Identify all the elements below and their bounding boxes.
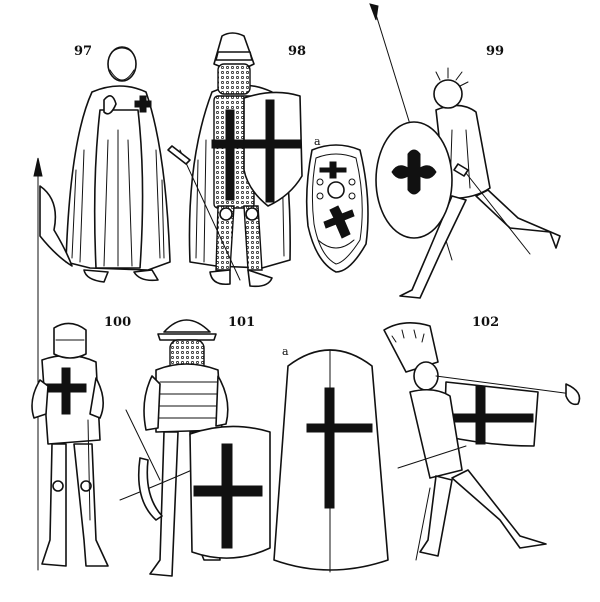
figure-98-knight-shield (167, 32, 303, 288)
figure-97-robed-knight (65, 46, 171, 283)
figure-99-running-soldier (369, 3, 561, 299)
figure-98a-seal (305, 144, 369, 273)
label-100: 100 (104, 315, 132, 330)
label-101: 101 (228, 315, 256, 330)
figure-101a-pavise (273, 349, 389, 573)
label-97: 97 (74, 44, 93, 59)
label-101-a: a (282, 345, 289, 358)
label-98-a: a (314, 135, 321, 148)
label-102: 102 (472, 315, 500, 330)
figure-100-plate-knight (31, 157, 109, 571)
figure-102-trumpeter (383, 322, 581, 561)
figure-101-crossbowman (119, 319, 271, 577)
label-99: 99 (486, 44, 505, 59)
label-98: 98 (288, 44, 307, 59)
